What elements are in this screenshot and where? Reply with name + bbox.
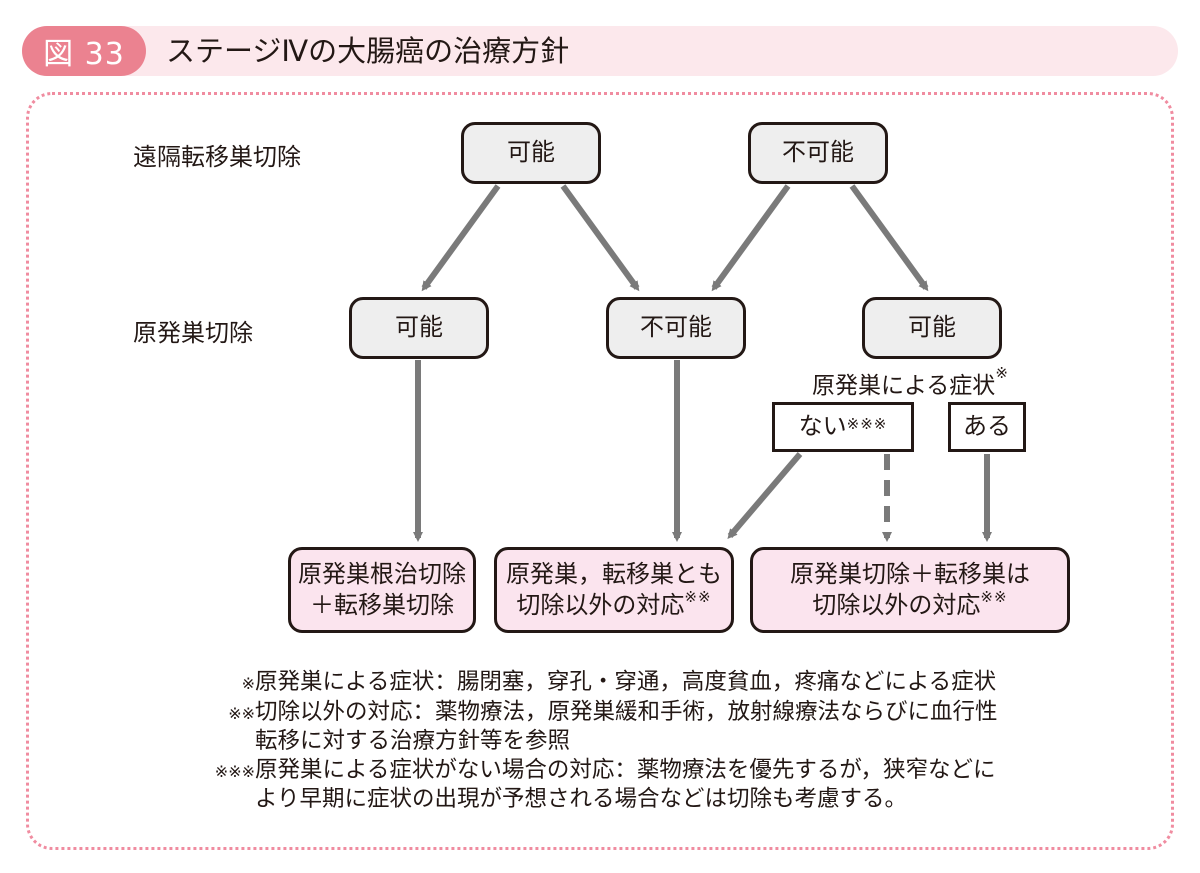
footnote-text: 切除以外の対応：薬物療法，原発巣緩和手術，放射線療法ならびに血行性 — [255, 699, 998, 725]
footnote-3: ※※※ 原発巣による症状がない場合の対応：薬物療法を優先するが，狭窄などに より… — [175, 756, 998, 814]
row-label-distant-metastasis-resection: 遠隔転移巣切除 — [133, 143, 301, 171]
node-symptom-none: ない※※※ — [772, 402, 914, 452]
symptom-label: 原発巣による症状※ — [812, 364, 1009, 400]
figure-number-badge: 図 33 — [22, 26, 146, 76]
node-primary-resection-possible-right: 可能 — [862, 297, 1002, 359]
footnote-text: 原発巣による症状がない場合の対応：薬物療法を優先するが，狭窄などに — [255, 757, 996, 783]
footnote-text: 原発巣による症状：腸閉塞，穿孔・穿通，高度貧血，疼痛などによる症状 — [255, 669, 997, 695]
footnote-text: より早期に症状の出現が予想される場合などは切除も考慮する。 — [255, 786, 908, 812]
footnote-mark: ※ — [995, 364, 1009, 382]
arrow-distant-possible-to-primary-possible — [421, 184, 501, 292]
footnote-text: 転移に対する治療方針等を参照 — [255, 728, 571, 754]
row-label-primary-resection: 原発巣切除 — [133, 319, 253, 347]
footnote-mark: ※※ — [980, 588, 1008, 606]
node-label-line: 切除以外の対応※※ — [812, 588, 1008, 621]
node-label-line: 原発巣切除＋転移巣は — [790, 559, 1030, 588]
node-symptom-present: ある — [948, 402, 1026, 452]
node-result-curative-resection: 原発巣根治切除 ＋転移巣切除 — [288, 547, 476, 633]
node-label-text: 切除以外の対応 — [516, 591, 685, 619]
node-label-line: 原発巣，転移巣とも — [506, 559, 722, 588]
figure-title: ステージⅣの大腸癌の治療方針 — [166, 34, 570, 68]
node-result-primary-resection-plus-non-surgical: 原発巣切除＋転移巣は 切除以外の対応※※ — [750, 547, 1070, 633]
node-label-line: 原発巣根治切除 — [298, 559, 466, 588]
arrow-distant-impossible-to-primary-possible-right — [849, 184, 929, 292]
node-label: ない — [798, 412, 847, 441]
node-primary-resection-impossible: 不可能 — [606, 297, 746, 359]
node-distant-resection-impossible: 不可能 — [748, 122, 888, 184]
node-label: 不可能 — [640, 313, 712, 342]
node-label-text: 切除以外の対応 — [812, 591, 981, 619]
node-label-line: ＋転移巣切除 — [310, 591, 454, 619]
arrow-distant-impossible-to-primary-impossible — [711, 184, 791, 292]
arrow-distant-possible-to-primary-impossible — [560, 184, 640, 292]
footnote-1: ※ 原発巣による症状：腸閉塞，穿孔・穿通，高度貧血，疼痛などによる症状 — [175, 668, 998, 698]
node-label: 不可能 — [782, 138, 854, 167]
figure-header-bar — [22, 26, 1178, 76]
footnotes: ※ 原発巣による症状：腸閉塞，穿孔・穿通，高度貧血，疼痛などによる症状 ※※ 切… — [175, 668, 998, 814]
node-label-line: 切除以外の対応※※ — [516, 588, 712, 621]
footnote-mark: ※※※ — [214, 762, 255, 781]
symptom-label-text: 原発巣による症状 — [812, 373, 996, 399]
arrow-symptom-none-to-result-2 — [727, 452, 803, 540]
node-primary-resection-possible-left: 可能 — [349, 297, 489, 359]
footnote-mark: ※ — [241, 674, 255, 693]
node-distant-resection-possible: 可能 — [461, 122, 601, 184]
node-label: ある — [963, 412, 1011, 441]
node-label: 可能 — [507, 138, 555, 167]
footnote-mark: ※※ — [228, 704, 255, 723]
footnote-mark: ※※※ — [846, 415, 888, 434]
node-result-non-surgical: 原発巣，転移巣とも 切除以外の対応※※ — [494, 547, 734, 633]
diagram-frame — [26, 92, 1174, 850]
footnote-mark: ※※ — [684, 588, 712, 606]
node-label: 可能 — [395, 313, 443, 342]
footnote-2: ※※ 切除以外の対応：薬物療法，原発巣緩和手術，放射線療法ならびに血行性 転移に… — [175, 698, 998, 756]
node-label: 可能 — [908, 313, 956, 342]
